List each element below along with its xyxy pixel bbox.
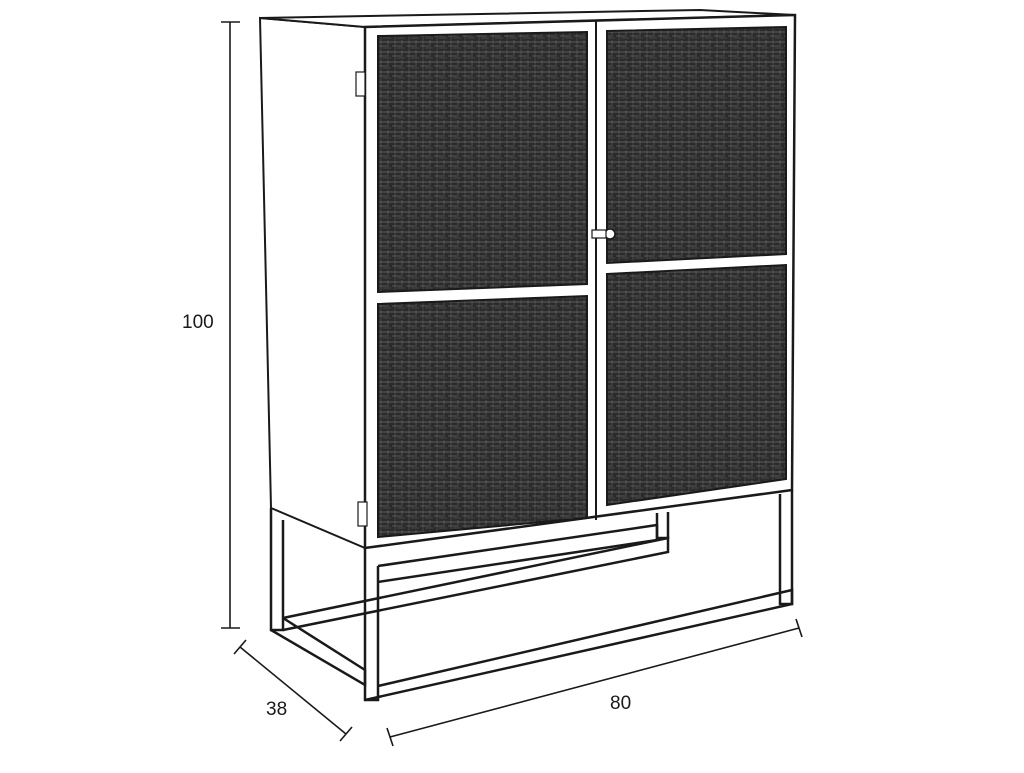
door-knob-stem bbox=[591, 229, 607, 239]
width-dimension-label: 80 bbox=[610, 693, 632, 714]
width-dimension-line bbox=[386, 618, 803, 747]
height-dimension-line bbox=[221, 21, 240, 629]
depth-dimension-line bbox=[233, 639, 353, 742]
door-panel-bottom-right bbox=[606, 263, 787, 507]
depth-dimension-label: 38 bbox=[266, 699, 288, 720]
door-panel-top-left bbox=[377, 30, 588, 294]
metal-base-frame bbox=[269, 490, 794, 702]
height-dimension-label: 100 bbox=[182, 312, 214, 333]
hinge-top bbox=[355, 71, 366, 97]
door-panel-bottom-left bbox=[377, 294, 588, 539]
hinge-bottom bbox=[357, 501, 368, 527]
door-panel-top-right bbox=[606, 25, 787, 265]
cabinet-side-panel bbox=[258, 16, 366, 550]
